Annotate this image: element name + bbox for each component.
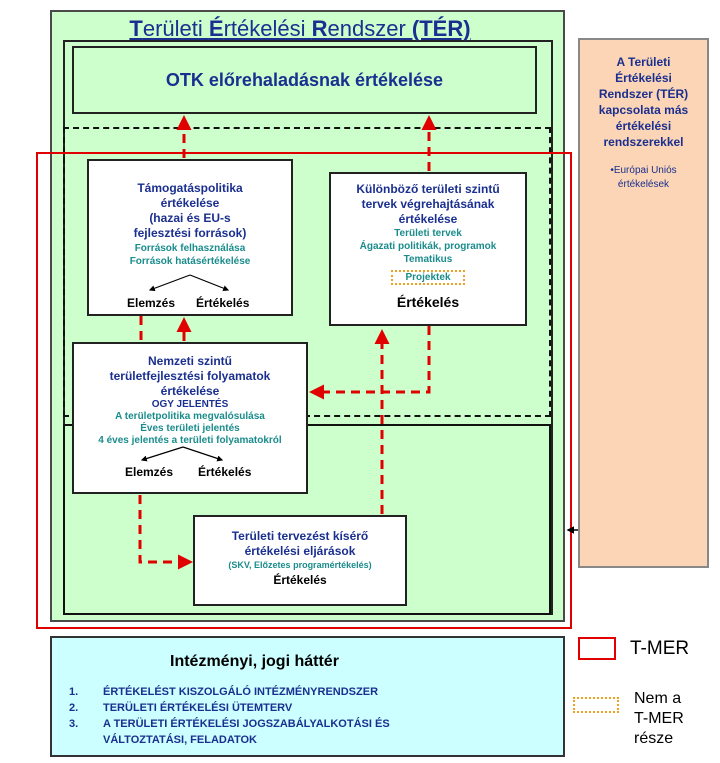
black-branch-arrows xyxy=(140,274,230,462)
nem-title-line: értékelése xyxy=(160,384,220,398)
ter-sub-line: (SKV, Előzetes programértékelés) xyxy=(228,560,372,570)
ter-title-line: Területi tervezést kísérő xyxy=(231,529,369,543)
side-title-line: Értékelési xyxy=(615,71,672,85)
legend-nem-label: Nem a T-MER része xyxy=(634,689,684,749)
kul-ertekeles-label: Értékelés xyxy=(396,294,460,310)
item-number: 1. xyxy=(69,686,79,698)
tp-sub-line: Források hatásértékelése xyxy=(129,256,251,267)
legend-nem-line: T-MER xyxy=(634,710,684,727)
side-bullet-line: •Európai Uniós xyxy=(610,165,677,176)
title-part: É xyxy=(208,16,224,41)
kul-sub-line: Területi tervek xyxy=(394,228,462,239)
side-title-line: rendszerekkel xyxy=(603,135,684,149)
title-part: R xyxy=(311,16,328,41)
nem-sub-line: OGY JELENTÉS xyxy=(151,399,229,410)
ter-title-line: értékelési eljárások xyxy=(244,544,356,558)
arrow-kul-to-nem xyxy=(309,326,431,400)
kul-sub-line: Ágazati politikák, programok xyxy=(359,241,497,252)
tmer-boundary xyxy=(36,152,572,629)
title-part: T xyxy=(129,16,143,41)
kul-title-line: Különböző területi szintű xyxy=(356,182,500,196)
otk-label: OTK előrehaladásnak értékelése xyxy=(165,69,444,90)
side-title-line: A Területi xyxy=(616,55,671,69)
nem-elemzes-label: Elemzés xyxy=(125,465,174,479)
side-title-line: Rendszer (TÉR) xyxy=(598,87,689,101)
nem-title-line: területfejlesztési folyamatok xyxy=(109,369,271,383)
projektek-badge: Projektek xyxy=(391,270,465,285)
institutional-box: Intézményi, jogi háttér 1. ÉRTÉKELÉST KIS… xyxy=(50,636,565,757)
kul-title-line: értékelése xyxy=(398,212,458,226)
institutional-heading: Intézményi, jogi háttér xyxy=(170,653,339,670)
tamogataspolitika-box: Támogatáspolitika értékelése (hazai és E… xyxy=(87,159,293,316)
teruleti-tervezes-box: Területi tervezést kísérő értékelési elj… xyxy=(193,515,407,606)
branch-tp-right xyxy=(189,274,230,292)
title-part: erületi xyxy=(142,16,209,41)
legend-tmer-swatch xyxy=(578,637,616,660)
side-title-line: értékelési xyxy=(615,119,672,133)
tp-title-line: fejlesztési források) xyxy=(133,226,247,240)
nem-ertekeles-label: Értékelés xyxy=(198,465,252,479)
tp-sub-line: Források felhasználása xyxy=(134,243,246,254)
tp-ertekeles-label: Értékelés xyxy=(196,296,250,310)
institutional-item: TERÜLETI ÉRTÉKELÉSI ÜTEMTERV xyxy=(103,702,293,714)
tp-title-line: Támogatáspolitika xyxy=(137,181,243,195)
title-part: (TÉR) xyxy=(411,16,471,41)
kulonbozo-box: Különböző területi szintű tervek végreha… xyxy=(329,172,527,326)
branch-nem-right xyxy=(182,446,224,462)
side-bullet-line: értékelések xyxy=(617,179,670,190)
nem-sub-line: A területpolitika megvalósulása xyxy=(115,411,265,422)
nem-sub-line: Éves területi jelentés xyxy=(140,423,240,434)
legend-nem-line: Nem a xyxy=(634,690,682,707)
nemzeti-box: Nemzeti szintű területfejlesztési folyam… xyxy=(72,342,308,494)
legend-tmer-label: T-MER xyxy=(630,638,690,659)
nem-title-line: Nemzeti szintű xyxy=(147,354,232,368)
tp-elemzes-label: Elemzés xyxy=(127,296,176,310)
nem-sub-line: 4 éves jelentés a területi folyamatokról xyxy=(98,435,282,446)
legend-nem-line: része xyxy=(634,730,674,747)
institutional-item: ÉRTÉKELÉST KISZOLGÁLÓ INTÉZMÉNYRENDSZER xyxy=(103,686,379,698)
title-part: rtékelési xyxy=(223,16,312,41)
item-number: 3. xyxy=(69,718,79,730)
side-panel: A Területi Értékelési Rendszer (TÉR) kap… xyxy=(578,38,709,568)
item-number: 2. xyxy=(69,702,79,714)
branch-tp-left xyxy=(148,274,191,292)
institutional-item: A TERÜLETI ÉRTÉKELÉSI JOGSZABÁLYALKOTÁSI… xyxy=(103,718,390,730)
side-title-line: kapcsolata más xyxy=(598,103,689,117)
title-part: endszer xyxy=(327,16,412,41)
diagram-title: Területi Értékelési Rendszer (TÉR) xyxy=(100,16,500,42)
arrow-nem-to-ter xyxy=(138,495,193,570)
institutional-item: VÁLTOZTATÁSI, FELADATOK xyxy=(103,734,257,746)
kul-title-line: tervek végrehajtásának xyxy=(361,197,495,211)
legend-nem-swatch xyxy=(573,697,619,713)
tp-title-line: (hazai és EU-s xyxy=(149,211,231,225)
branch-nem-left xyxy=(140,446,184,462)
kul-sub-line: Tematikus xyxy=(403,254,453,265)
ter-ertekeles-label: Értékelés xyxy=(273,573,327,587)
red-dashed-arrows xyxy=(138,115,437,570)
otk-box: OTK előrehaladásnak értékelése xyxy=(72,46,537,114)
tp-title-line: értékelése xyxy=(160,196,220,210)
